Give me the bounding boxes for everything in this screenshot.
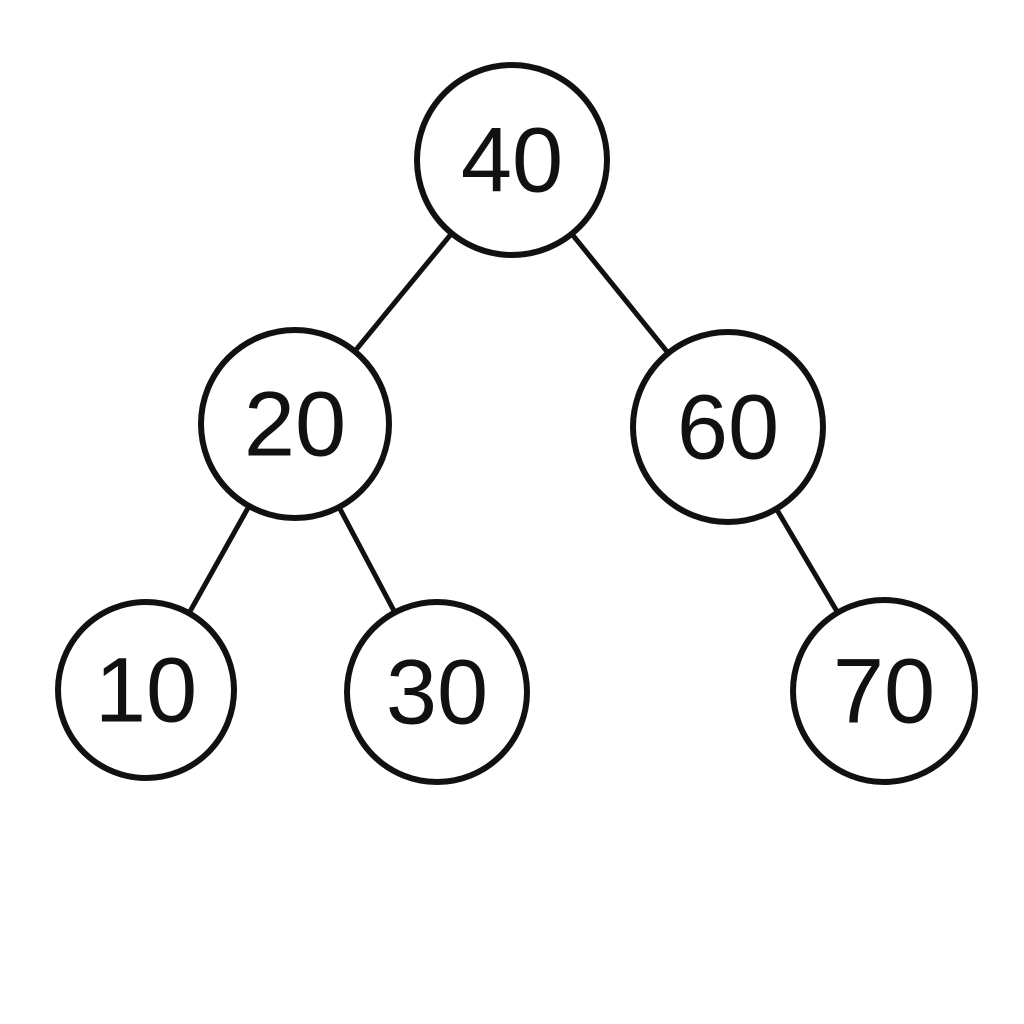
tree-node-label-20: 20 (244, 374, 346, 476)
tree-node-circle-10 (55, 599, 237, 781)
tree-node-label-30: 30 (386, 642, 488, 744)
tree-node-70: 70 (790, 597, 978, 785)
tree-node-label-60: 60 (677, 377, 779, 479)
tree-node-30: 30 (344, 599, 530, 785)
tree-node-label-10: 10 (95, 640, 197, 742)
tree-node-circle-30 (344, 599, 530, 785)
tree-node-circle-40 (414, 62, 610, 258)
tree-node-circle-70 (790, 597, 978, 785)
tree-node-10: 10 (55, 599, 237, 781)
tree-node-40: 40 (414, 62, 610, 258)
tree-node-label-40: 40 (461, 110, 563, 212)
tree-node-20: 20 (198, 327, 392, 521)
tree-nodes-layer: 40 20 60 10 30 70 (55, 62, 978, 785)
tree-node-60: 60 (630, 329, 826, 525)
tree-node-circle-20 (198, 327, 392, 521)
tree-node-label-70: 70 (833, 641, 935, 743)
tree-node-circle-60 (630, 329, 826, 525)
